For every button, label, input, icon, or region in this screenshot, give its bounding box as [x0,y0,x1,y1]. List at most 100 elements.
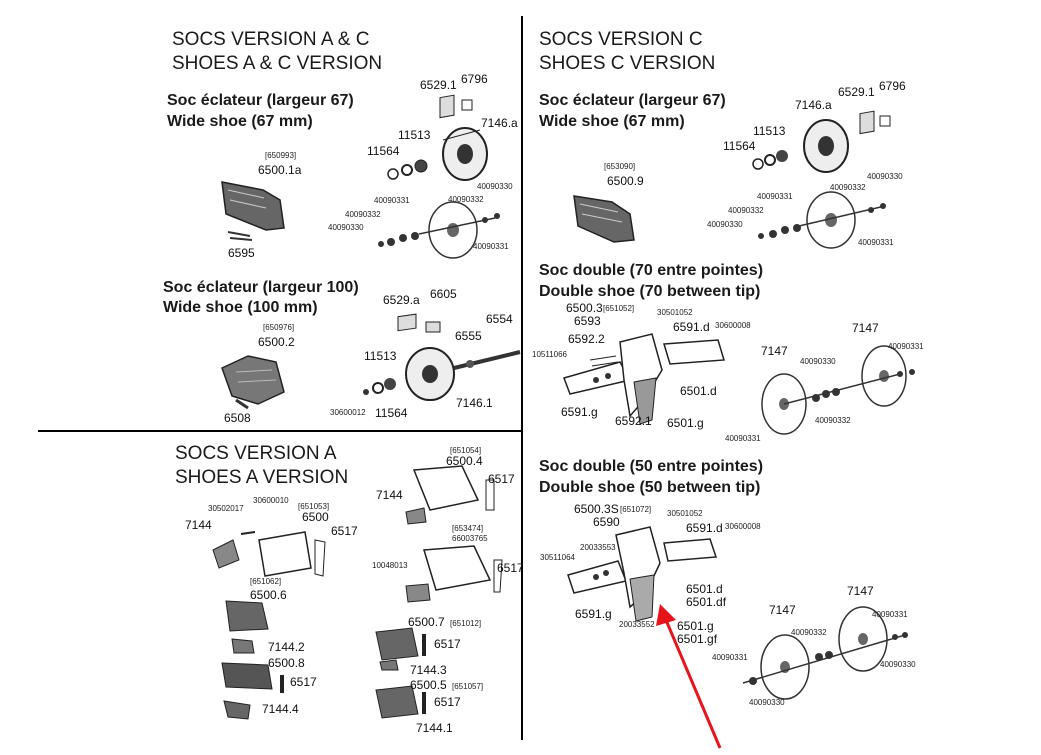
label-7147-b: 7147 [852,321,879,335]
tr-sec3-fr: Soc double (50 entre pointes) [539,458,764,475]
label-11564: 11564 [367,144,400,158]
label-7146-a-c: 7146.a [795,98,832,112]
vertical-divider [521,16,523,740]
double-shoe-70-drawing [563,333,725,425]
label-11513: 11513 [398,128,431,142]
label-6555: 6555 [455,329,482,343]
label-6592-2: 6592.2 [568,332,605,346]
label-6517-c: 6517 [488,472,515,486]
label-6605: 6605 [430,287,457,301]
panel-tl-title: SOCS VERSION A & C [172,29,370,50]
tr-sec1-fr: Soc éclateur (largeur 67) [539,92,726,109]
label-6595: 6595 [228,246,255,260]
label-6796-c: 6796 [879,79,906,93]
label-6529-1-c: 6529.1 [838,85,875,99]
panel-tr-title: SOCS VERSION C [539,29,703,50]
label-10511066: 10511066 [532,350,567,359]
label-40090332-b: 40090332 [345,210,381,219]
label-7147-d: 7147 [769,603,796,617]
label-6500-4: 6500.4 [446,454,483,468]
label-40090331-c1: 40090331 [757,192,793,201]
label-40090330-c1: 40090330 [867,172,903,181]
red-arrow-indicator [656,604,722,749]
label-6501-gf: 6501.gf [677,632,718,646]
wheel-pair-7147-a-drawing [761,345,915,435]
label-6500-8: 6500.8 [268,656,305,670]
label-6500-5: 6500.5 [410,678,447,692]
label-6508: 6508 [224,411,251,425]
label-40090330-b: 40090330 [328,223,364,232]
label-6500-9: 6500.9 [607,174,644,188]
label-7144-b: 7144 [376,488,403,502]
wheel-assembly-tr-drawing [758,191,886,249]
label-6591-g: 6591.g [561,405,598,419]
wheel-7146-1-drawing [363,313,521,401]
label-7146-a: 7146.a [481,116,518,130]
panel-tr-subtitle: SHOES C VERSION [539,53,716,74]
shoe-6500-8-drawing [221,638,284,720]
label-6500-7: 6500.7 [408,615,445,629]
label-7144-3: 7144.3 [410,663,447,677]
label-7144-1: 7144.1 [416,721,453,735]
label-6517-d: 6517 [497,561,524,575]
label-40090332-a: 40090332 [448,195,484,204]
label-66003765: 66003765 [452,534,488,543]
label-6517-b: 6517 [290,675,317,689]
label-6517-e: 6517 [434,637,461,651]
label-6500-2: 6500.2 [258,335,295,349]
label-40090330-a: 40090330 [477,182,513,191]
shoe-6500-5-drawing [375,685,426,719]
label-6590: 6590 [593,515,620,529]
label-11513-c: 11513 [753,124,786,138]
label-651057: [651057] [452,682,484,691]
tl-sec1-fr: Soc éclateur (largeur 67) [167,92,354,109]
label-30501052-b: 30501052 [667,509,703,518]
panel-bl-title: SOCS VERSION A [175,443,337,464]
panel-tl-subtitle: SHOES A & C VERSION [172,53,383,74]
plate-6529-1-c-drawing [859,110,891,135]
plate-6529-1-drawing [439,94,473,119]
label-40090332-c3: 40090332 [815,416,851,425]
label-40090330-c3: 40090330 [800,357,836,366]
label-40090331-c3: 40090331 [888,342,924,351]
shoe-66003765-drawing [405,545,503,603]
label-30600008-b: 30600008 [725,522,761,531]
label-6501-d: 6501.d [680,384,717,398]
horizontal-divider [38,430,523,432]
label-653474: [653474] [452,524,484,533]
label-30511064: 30511064 [540,553,575,562]
tr-sec2-fr: Soc double (70 entre pointes) [539,262,764,279]
label-6591-d2: 6591.d [686,521,723,535]
shoe-6500-9-drawing [573,195,635,243]
label-6529-1: 6529.1 [420,78,457,92]
label-7146-1: 7146.1 [456,396,493,410]
wheel-7146a-drawing [387,127,488,181]
tl-sec2-en: Wide shoe (100 mm) [163,299,318,316]
label-651072: [651072] [620,505,652,514]
label-6593: 6593 [574,314,601,328]
panel-bl-subtitle: SHOES A VERSION [175,467,349,488]
label-40090331-c5: 40090331 [872,610,908,619]
label-6500-3: 6500.3 [566,301,603,315]
label-20033553: 20033553 [580,543,616,552]
label-7147-a: 7147 [761,344,788,358]
shoe-6500-7-drawing [375,627,426,671]
label-11564-b: 11564 [375,406,408,420]
label-7144-2: 7144.2 [268,640,305,654]
label-6591-g2: 6591.g [575,607,612,621]
label-651052: [651052] [603,304,635,313]
label-30501052: 30501052 [657,308,693,317]
label-40090330-c5: 40090330 [749,698,785,707]
label-6554: 6554 [486,312,513,326]
wheel-assembly-tl-drawing [378,201,500,259]
label-40090331-c2: 40090331 [858,238,894,247]
label-650976: [650976] [263,323,295,332]
label-40090330-c2: 40090330 [707,220,743,229]
label-6501-df: 6501.df [686,595,727,609]
label-40090330-c4: 40090330 [880,660,916,669]
label-10048013: 10048013 [372,561,408,570]
shoe-6500-2-drawing [221,355,285,405]
label-651054: [651054] [450,446,482,455]
label-6500-3s: 6500.3S [574,502,619,516]
pin-6595-drawing [227,231,253,241]
